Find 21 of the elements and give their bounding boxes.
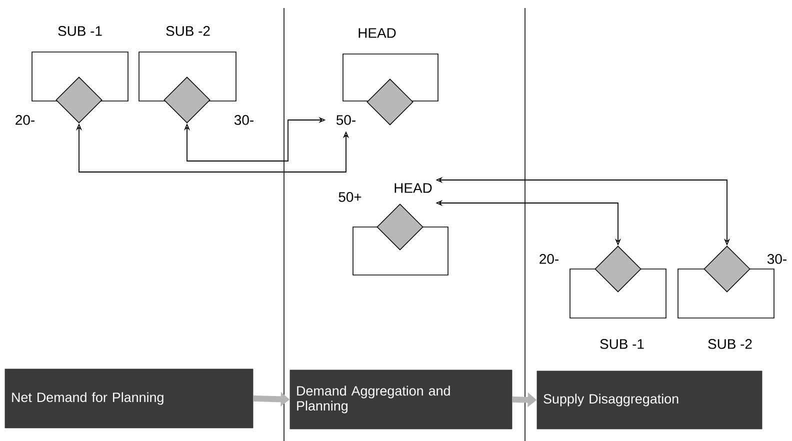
number-label: 30- (767, 254, 786, 264)
number-label: 20- (540, 254, 558, 264)
number-label: 20- (16, 115, 34, 125)
process-box: Net Demand for Planning (4, 368, 254, 428)
diamond (704, 246, 750, 292)
diamond (56, 76, 102, 124)
number-label: 50+ (338, 192, 362, 202)
heading: HEAD (358, 28, 396, 38)
location-label: HEAD (394, 183, 432, 193)
heading: SUB -1 (600, 339, 644, 349)
diamond (164, 76, 210, 124)
number-label: 30- (234, 115, 254, 125)
process-box: Supply Disaggregation (536, 370, 762, 430)
heading: SUB -1 (58, 26, 102, 36)
diamond (366, 78, 414, 126)
diamond (594, 246, 642, 292)
heading: SUB -2 (166, 26, 210, 36)
location-label: 50- (336, 115, 356, 125)
diamond (376, 204, 424, 250)
heading: SUB -2 (708, 339, 752, 349)
process-box: Demand Aggregation and Planning (290, 370, 512, 430)
